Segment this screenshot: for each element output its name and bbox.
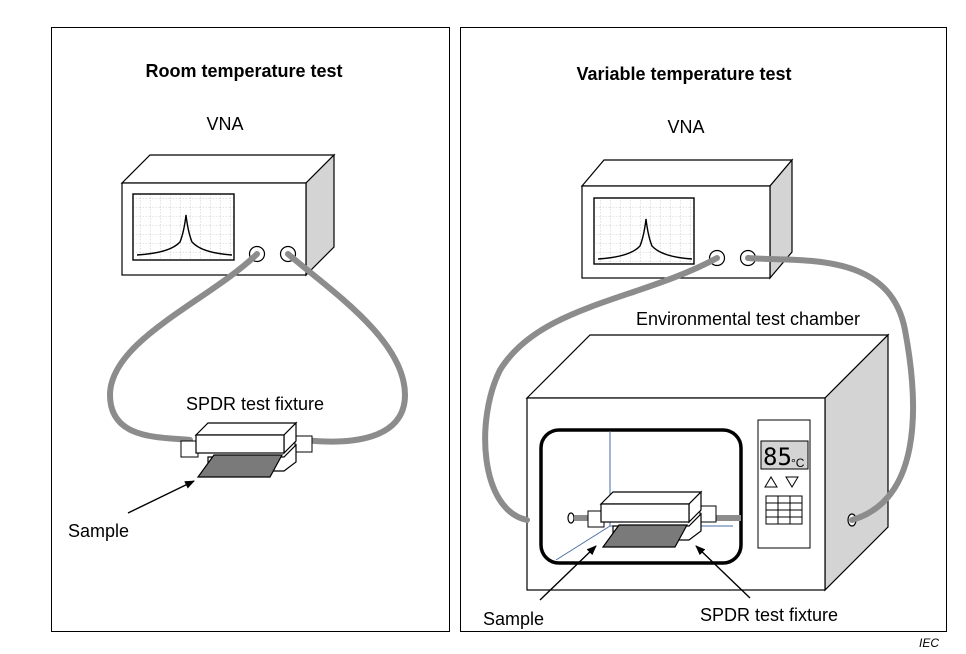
left-fixture-label: SPDR test fixture [186, 394, 324, 414]
right-cable-2 [745, 255, 917, 523]
resonance-trace [597, 218, 693, 260]
fixture-upper-body [195, 434, 285, 454]
room-temperature-panel [51, 27, 450, 632]
temperature-unit: °C [791, 456, 805, 470]
right-sample-label: Sample [483, 609, 544, 629]
sample-plate [196, 454, 284, 478]
fixture-right-connector [699, 505, 717, 523]
right-sample-arrow [539, 545, 597, 601]
down-arrow-icon [785, 476, 799, 488]
vna-top-face [120, 154, 336, 184]
left-vna-instrument [120, 153, 336, 277]
left-sample-label: Sample [68, 521, 129, 541]
keypad [765, 495, 803, 525]
left-cable-2 [285, 251, 409, 445]
control-panel [757, 419, 811, 549]
chamber-label: Environmental test chamber [636, 309, 860, 329]
right-vna-instrument [580, 158, 794, 280]
resonance-trace [136, 214, 233, 256]
left-cable-1 [106, 251, 260, 443]
right-fixture-label: SPDR test fixture [700, 605, 838, 625]
right-fixture-arrow [695, 545, 751, 599]
vna-top-face [580, 159, 794, 187]
right-cable-1 [482, 255, 720, 523]
fixture-right-connector [294, 435, 313, 453]
temperature-value: 85 [763, 443, 792, 471]
chamber-inner-port [567, 512, 575, 524]
right-panel-title: Variable temperature test [576, 64, 791, 84]
fixture-top [194, 422, 298, 436]
up-arrow-icon [764, 476, 778, 488]
left-sample-arrow [127, 480, 195, 514]
temperature-display [760, 440, 809, 470]
left-panel-title: Room temperature test [145, 61, 342, 81]
right-spdr-fixture [587, 490, 717, 548]
chamber-interior-diagonal [555, 525, 611, 561]
environmental-chamber: 85 °C [525, 333, 890, 592]
left-vna-label: VNA [206, 114, 243, 134]
fixture-upper-body [600, 503, 690, 523]
sample-plate [601, 524, 689, 548]
left-spdr-fixture [180, 421, 313, 478]
fixture-top [599, 491, 703, 505]
right-vna-label: VNA [667, 117, 704, 137]
iec-mark: IEC [919, 636, 939, 650]
